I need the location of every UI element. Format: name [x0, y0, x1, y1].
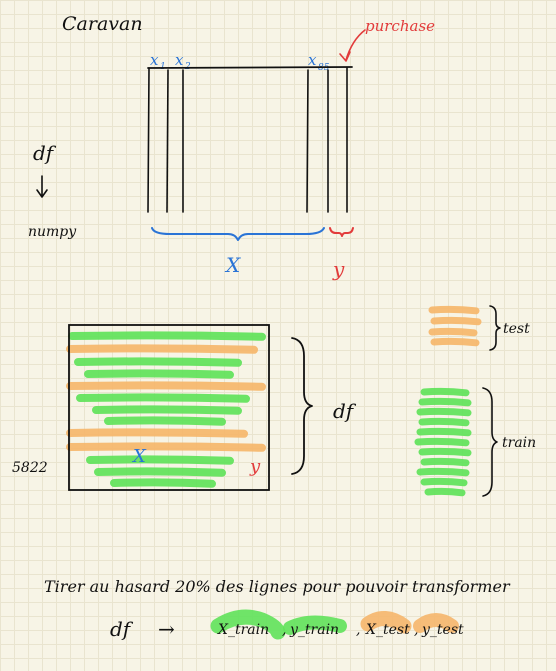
test-row-highlight — [66, 442, 266, 452]
svg-text:x: x — [150, 51, 159, 69]
train-row-highlight — [104, 416, 226, 426]
x-brace-label: X — [224, 253, 241, 277]
column-label-x1: x 1 — [150, 51, 166, 72]
test-row-highlight — [428, 327, 478, 337]
train-row-highlight — [92, 405, 242, 415]
bottom-sentence: Tirer au hasard 20% des lignes pour pouv… — [44, 577, 511, 596]
matrix-column-lines — [147, 67, 348, 213]
x-inside-label: X — [131, 446, 147, 467]
test-brace — [489, 305, 501, 351]
caravan-title: Caravan — [62, 13, 143, 35]
train-row-highlight — [424, 487, 466, 497]
train-label: train — [502, 435, 536, 451]
rows-count-label: 5822 — [12, 460, 48, 476]
test-row-highlight — [66, 428, 248, 438]
train-row-highlight — [418, 447, 472, 457]
train-row-highlight — [86, 455, 234, 465]
y-inside-label: y — [249, 456, 261, 477]
test-row-highlight — [430, 316, 482, 326]
train-row-highlight — [416, 427, 472, 437]
purchase-arrow-head — [339, 51, 351, 62]
train-row-highlight — [420, 477, 468, 487]
numpy-label: numpy — [28, 224, 77, 240]
test-row-highlight — [428, 305, 480, 315]
purchase-label: purchase — [365, 17, 435, 35]
test-row-highlight — [66, 381, 266, 391]
output-y-train: y_train — [289, 622, 339, 638]
train-stack — [414, 387, 472, 497]
output-separator-2: , — [356, 622, 360, 638]
y-column-brace — [329, 227, 354, 237]
train-row-highlight — [84, 369, 234, 379]
svg-text:x: x — [308, 51, 317, 69]
df-label-right: df — [333, 399, 357, 423]
matrix-top-border — [147, 66, 353, 69]
train-row-highlight — [414, 437, 470, 447]
train-row-highlight — [94, 467, 226, 477]
train-row-highlight — [416, 467, 470, 477]
output-separator-3: , — [414, 622, 418, 638]
bottom-df-label: df — [110, 617, 134, 641]
train-row-highlight — [68, 331, 266, 341]
test-row-highlight — [430, 337, 480, 347]
train-row-highlight — [420, 457, 470, 467]
train-brace — [482, 387, 498, 497]
train-row-highlight — [74, 357, 242, 367]
x-columns-brace — [151, 227, 325, 241]
train-row-highlight — [110, 478, 216, 488]
y-brace-label: y — [332, 257, 345, 281]
df-rectangle — [68, 324, 270, 491]
output-separator-1: , — [282, 622, 286, 638]
transform-arrow-icon: → — [158, 617, 175, 641]
test-stack — [428, 305, 482, 347]
test-row-highlight — [66, 344, 258, 354]
output-y-test: y_test — [421, 622, 464, 638]
df-brace — [291, 337, 313, 475]
train-row-highlight — [418, 417, 470, 427]
train-row-highlight — [416, 407, 472, 417]
output-highlights — [210, 609, 459, 640]
train-row-highlight — [418, 397, 472, 407]
test-label: test — [503, 321, 530, 337]
svg-text:1: 1 — [160, 62, 166, 72]
column-label-x2: x 2 — [175, 51, 191, 72]
output-x-test: X_test — [365, 622, 410, 638]
column-label-x85: x 85 — [308, 51, 330, 73]
df-row-highlights — [66, 331, 266, 488]
df-label-left: df — [33, 141, 57, 165]
down-arrow-icon — [36, 175, 48, 198]
train-row-highlight — [420, 387, 470, 397]
output-x-train: X_train — [217, 622, 269, 638]
svg-text:x: x — [175, 51, 184, 69]
train-row-highlight — [76, 393, 250, 403]
